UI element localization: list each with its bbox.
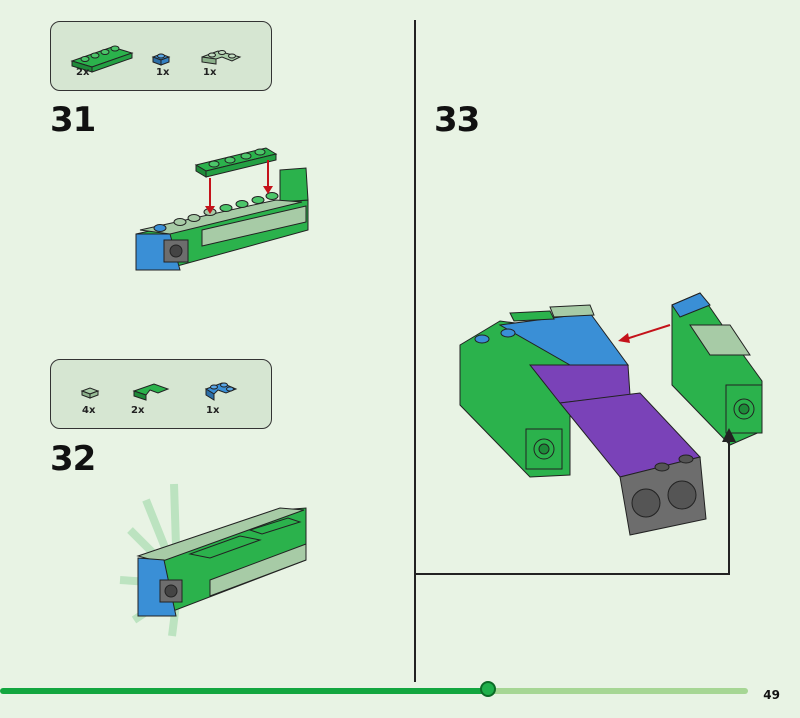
vertical-divider: [414, 20, 416, 682]
part-qty: 4x: [82, 405, 96, 416]
step-32-illustration: [119, 483, 307, 637]
green-plate-1x4-part: [194, 147, 278, 178]
part-qty: 1x: [206, 405, 220, 416]
connector-arrowhead-icon: [722, 428, 736, 442]
side-module: [671, 292, 763, 446]
connector-line-vertical: [728, 440, 730, 574]
assembly-body: [135, 167, 309, 271]
attach-arrow: [618, 324, 671, 343]
connector-line-horizontal: [414, 573, 730, 575]
blue-plate-corner-icon: [204, 382, 238, 401]
page-number: 49: [763, 688, 780, 702]
progress-bar-remaining: [488, 688, 748, 694]
blue-plate-1x1-icon: [151, 53, 171, 66]
green-plate-corner-icon: [132, 383, 170, 401]
step-number: 31: [50, 100, 96, 140]
part-qty: 1x: [156, 67, 170, 78]
main-assembly: [459, 304, 707, 536]
parts-step-31-art: [70, 45, 242, 73]
green-plate-1x4-icon: [70, 45, 134, 73]
step-number: 33: [434, 100, 480, 140]
part-qty: 2x: [131, 405, 145, 416]
parts-step-32-art: [80, 382, 238, 401]
sand-green-plate-corner-icon: [201, 50, 242, 65]
sand-green-tile-1x1-icon: [80, 387, 100, 399]
part-qty: 1x: [203, 67, 217, 78]
part-qty: 2x: [76, 67, 90, 78]
placement-arrows: [205, 160, 273, 214]
step-number: 32: [50, 439, 96, 479]
step-33-illustration: [459, 292, 763, 536]
step-31-illustration: [135, 147, 309, 271]
progress-marker: [480, 681, 496, 697]
assembly-body: [136, 507, 307, 617]
progress-bar-filled: [0, 688, 490, 694]
